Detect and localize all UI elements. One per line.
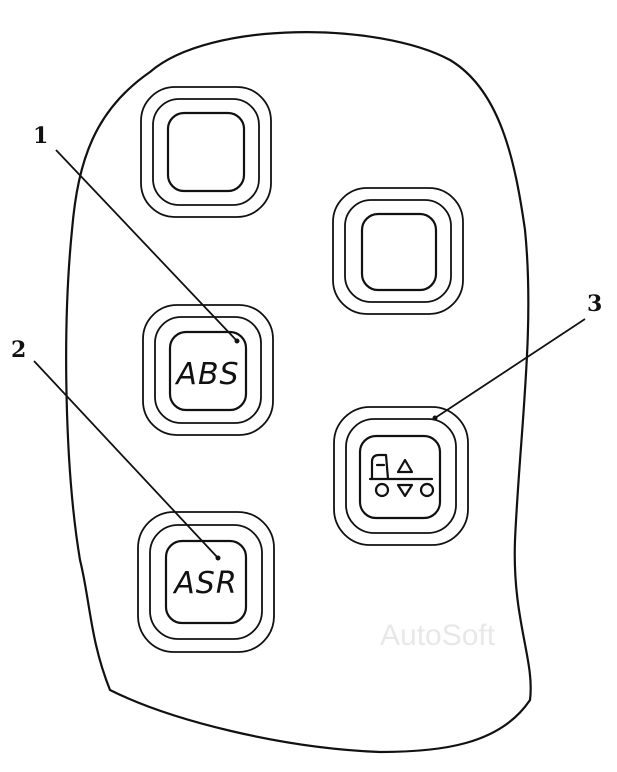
panel-outline bbox=[65, 31, 532, 754]
abs-button-label: ABS bbox=[174, 357, 239, 392]
leader-line-3 bbox=[434, 318, 586, 419]
blank-button-top-right[interactable] bbox=[332, 187, 464, 315]
callout-number-3: 3 bbox=[587, 291, 602, 317]
leader-dot-3 bbox=[432, 415, 438, 421]
leader-dot-2 bbox=[215, 555, 221, 561]
watermark-text: AutoSoft bbox=[380, 619, 496, 652]
leader-line-1 bbox=[55, 149, 238, 342]
asr-button[interactable]: ASR bbox=[137, 511, 275, 653]
leader-dot-1 bbox=[234, 338, 240, 344]
suspension-level-button[interactable] bbox=[333, 406, 469, 546]
callout-number-2: 2 bbox=[11, 337, 26, 363]
truck-level-up-down-icon bbox=[368, 453, 435, 498]
callout-number-1: 1 bbox=[33, 123, 48, 149]
blank-square-icon bbox=[360, 212, 438, 292]
leader-line-2 bbox=[33, 360, 219, 559]
blank-button-top-left[interactable] bbox=[140, 86, 272, 218]
asr-button-label: ASR bbox=[172, 566, 237, 601]
abs-button[interactable]: ABS bbox=[142, 304, 274, 436]
blank-square-icon bbox=[166, 111, 246, 193]
